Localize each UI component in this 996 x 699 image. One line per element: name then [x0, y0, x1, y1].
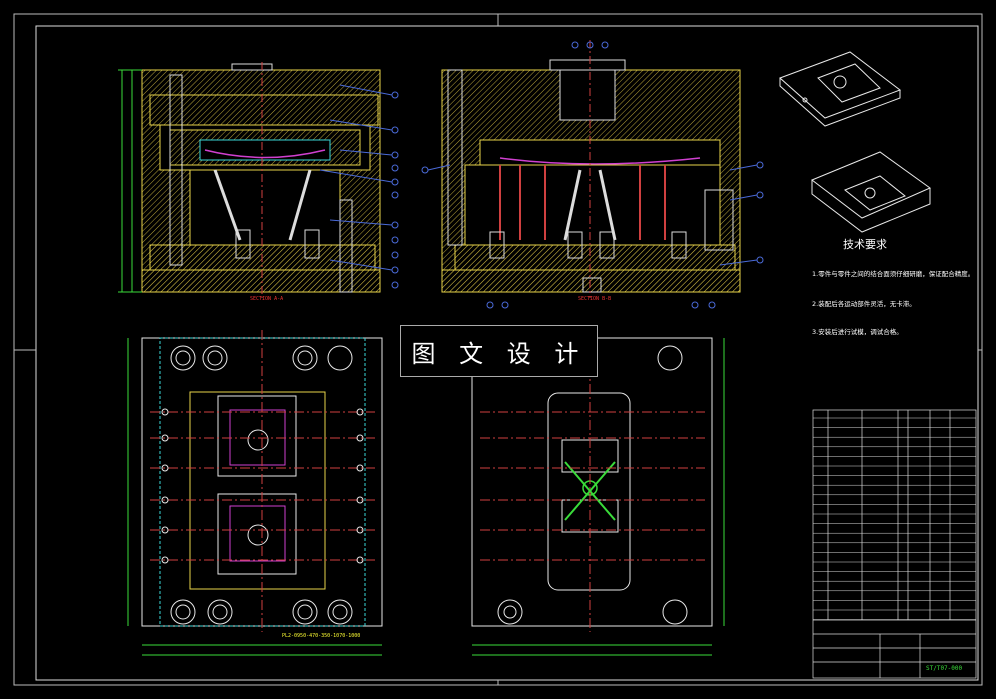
drawing-border — [13, 13, 983, 686]
section-view-a — [118, 62, 381, 298]
isometric-view-1 — [779, 51, 902, 127]
section-view-b — [441, 40, 741, 298]
isometric-view-2 — [811, 151, 932, 233]
title-block — [812, 409, 977, 679]
technical-note-3: 3.安装后进行试模，调试合格。 — [812, 328, 903, 336]
bom-rows — [813, 417, 976, 620]
section-a-label: SECTION A-A — [250, 296, 283, 302]
plan-view-right — [471, 330, 725, 656]
plan-view-left — [127, 330, 383, 656]
parting-line-code: PL2-0950-470-350-1070-1000 — [282, 633, 360, 639]
callouts-section-a — [319, 84, 399, 289]
technical-note-2: 2.装配后各运动部件灵活，无卡滞。 — [812, 300, 916, 308]
title-block-code: ST/T07-000 — [926, 665, 963, 672]
technical-note-1: 1.零件与零件之间的结合面须仔细研磨，保证配合精度。 — [812, 270, 975, 278]
watermark-banner: 图 文 设 计 — [400, 325, 598, 377]
technical-requirements-title: 技术要求 — [843, 238, 887, 251]
callouts-section-b — [421, 41, 764, 309]
section-b-label: SECTION B-B — [578, 296, 611, 302]
